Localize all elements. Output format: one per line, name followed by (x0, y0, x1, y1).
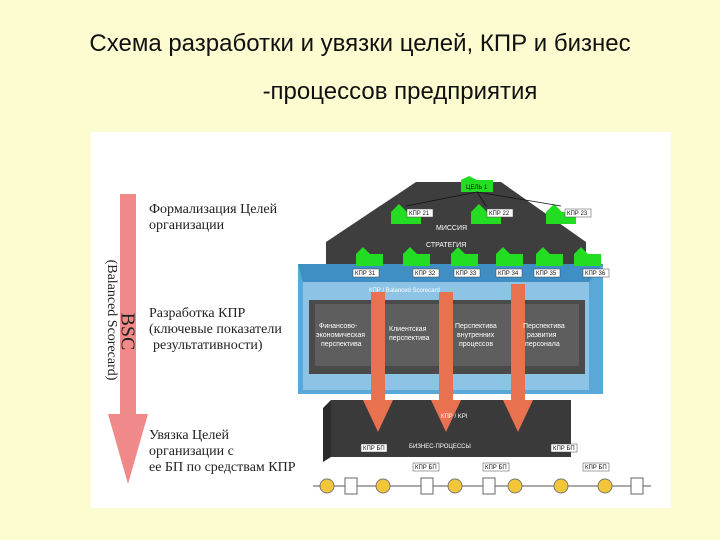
down-arrow-icon (108, 194, 148, 484)
kpr-l3-2: КПР 32 (415, 271, 436, 277)
link-line1: Увязка Целей (149, 428, 230, 443)
diagram-panel: ЦЕЛЬ 1 МИССИЯ СТРАТЕГИЯ КПР / Balanced S… (91, 132, 671, 508)
kpr-bp-5: КПР БП (585, 465, 607, 471)
goal-node-l2-3 (546, 204, 576, 224)
red-arrow-2-icon (431, 292, 461, 432)
persp-4-line1: Перспектива (523, 323, 565, 330)
kpr-text: Разработка КПР (ключевые показатели резу… (149, 306, 282, 354)
kpr-bp-2: КПР БП (553, 446, 575, 452)
formalization-line1: Формализация Целей (149, 202, 278, 217)
process-node (447, 478, 463, 494)
process-step (482, 477, 496, 495)
link-text: Увязка Целей организации с ее БП по сред… (149, 428, 296, 476)
red-arrow-3-icon (503, 284, 533, 432)
persp-1-line2: экономическая (316, 332, 365, 339)
goal-nodes (356, 176, 601, 266)
kpr-l2-3: КПР 23 (567, 211, 588, 217)
goal-node-l3-6 (574, 247, 601, 266)
red-arrows (363, 284, 533, 432)
process-node (319, 478, 335, 494)
link-line2: организации с (149, 444, 234, 459)
bsc-label: BSC (116, 312, 139, 351)
perspective-box-2 (383, 304, 443, 366)
perspective-box-4 (519, 304, 579, 366)
goal-node-l3-4 (496, 247, 523, 266)
persp-4-line2: развития (527, 332, 557, 339)
process-node (507, 478, 523, 494)
goal-node-l3-5 (536, 247, 563, 266)
kpr-bp-4: КПР БП (485, 465, 507, 471)
goal-top-label: ЦЕЛЬ 1 (466, 185, 488, 191)
perspective-box-1 (315, 304, 375, 366)
kpi-band-label: КПР / KPI (441, 414, 468, 420)
strategy-label: СТРАТЕГИЯ (426, 242, 466, 249)
kpr-line3: результативности) (153, 338, 263, 353)
slide-title-line1: Схема разработки и увязки целей, КПР и б… (89, 30, 631, 57)
kpr-bp-3: КПР БП (415, 465, 437, 471)
strategy-pyramid (326, 182, 586, 267)
kpr-l2-2: КПР 22 (489, 211, 510, 217)
goal-node-l3-2 (403, 247, 430, 266)
goal-node-l2-1 (391, 204, 421, 224)
kpr-l3-3: КПР 33 (456, 271, 477, 277)
process-flow (313, 477, 651, 495)
process-step (344, 477, 358, 495)
red-arrow-1-icon (363, 292, 393, 432)
kpr-bp-1: КПР БП (363, 446, 385, 452)
kpr-l3-6: КПР 36 (585, 271, 606, 277)
kpr-l3-1: КПР 31 (355, 271, 376, 277)
process-node (553, 478, 569, 494)
bsc-band-top (298, 264, 603, 282)
persp-2-line1: Клиентская (389, 326, 427, 333)
link-line3: ее БП по средствам КПР (149, 460, 296, 475)
persp-1-line1: Финансово- (319, 323, 358, 330)
slide-title-line2: -процессов предприятия (262, 78, 538, 105)
kpr-line2: (ключевые показатели (149, 322, 282, 337)
formalization-line2: организации (149, 218, 225, 233)
persp-3-line1: Перспектива (455, 323, 497, 330)
business-process-side (323, 400, 331, 462)
persp-2-line2: перспектива (389, 335, 430, 342)
goal-node-l3-3 (451, 247, 478, 266)
goal-node-l3-1 (356, 247, 383, 266)
bsc-band-label: КПР / Balanced Scorecard (369, 288, 440, 294)
goal-node-top (461, 176, 493, 192)
business-processes-label: БИЗНЕС-ПРОЦЕССЫ (409, 444, 471, 450)
mission-label: МИССИЯ (436, 225, 467, 232)
perspective-box-3 (451, 304, 511, 366)
kpr-l2-1: КПР 21 (409, 211, 430, 217)
process-step (630, 477, 644, 495)
persp-1-line3: перспектива (321, 341, 362, 348)
kpr-l3-4: КПР 34 (498, 271, 519, 277)
goal-node-l2-2 (471, 204, 501, 224)
kpr-line1: Разработка КПР (149, 306, 246, 321)
persp-3-line3: процессов (459, 341, 493, 348)
process-step (420, 477, 434, 495)
formalization-text: Формализация Целей организации (149, 202, 277, 234)
persp-4-line3: персонала (525, 341, 560, 348)
persp-3-line2: внутренних (457, 332, 495, 339)
process-node (375, 478, 391, 494)
kpr-l3-5: КПР 35 (536, 271, 557, 277)
diagram-canvas: ЦЕЛЬ 1 МИССИЯ СТРАТЕГИЯ КПР / Balanced S… (108, 176, 651, 495)
process-node (597, 478, 613, 494)
